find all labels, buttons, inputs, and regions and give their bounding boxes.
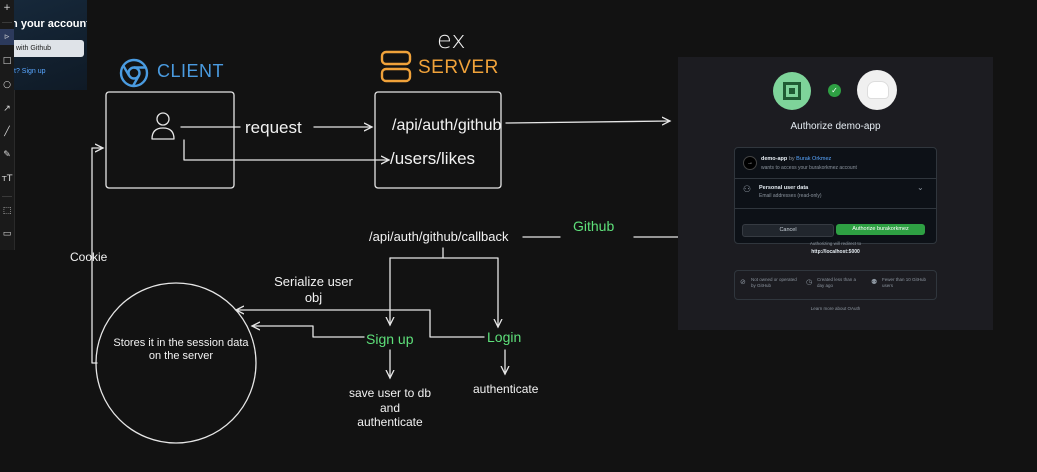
line-icon[interactable]: ╱: [4, 127, 10, 137]
login-label: Login: [487, 329, 522, 345]
login-serialize-arrow: [236, 310, 485, 338]
thumbnail-button-label: with Github: [16, 45, 52, 52]
thumbnail-title: in your account: [14, 18, 87, 30]
learn-more-link[interactable]: Learn more about OAuth: [810, 306, 861, 311]
login-branch-arrow: [389, 257, 498, 327]
thumbnail-signup-link: t? Sign up: [14, 68, 46, 75]
text-icon[interactable]: ᴛT: [1, 174, 13, 184]
author-link[interactable]: Burak Orkmez: [796, 156, 832, 162]
redirect-url: http://localhost:5000: [811, 249, 860, 255]
rectangle-icon[interactable]: □: [2, 56, 12, 66]
cookie-arrow: [91, 148, 103, 364]
route-callback: /api/auth/github/callback: [369, 229, 509, 244]
github-avatar: [857, 70, 897, 110]
cancel-button[interactable]: Cancel: [742, 224, 834, 237]
pencil-icon[interactable]: ✎: [3, 150, 11, 160]
check-icon: ✓: [828, 84, 841, 97]
authorize-button[interactable]: Authorize burakorkmez: [836, 224, 925, 235]
session-circle: [95, 282, 257, 444]
plus-icon[interactable]: +: [3, 3, 11, 13]
thumbnail-github-button: with Github: [14, 40, 84, 57]
authenticate-label: authenticate: [473, 382, 539, 396]
client-box: [105, 91, 235, 189]
info-owned: Not owned or operated by GitHub: [751, 277, 797, 288]
route-github: /api/auth/github: [392, 117, 502, 134]
redirect-note: Authorizing will redirect to: [809, 241, 862, 246]
save-user-label: save user to db and authenticate: [348, 386, 432, 429]
chevron-down-icon[interactable]: ⌄: [917, 183, 924, 192]
pointer-icon[interactable]: ▹: [0, 29, 14, 45]
person-icon: ⚇: [743, 185, 752, 195]
express-logo-text: ex: [437, 26, 466, 54]
app-icon: →: [743, 156, 757, 170]
server-icon: [380, 50, 412, 83]
github-label: Github: [573, 218, 615, 234]
info-users: Fewer than 10 GitHub users: [882, 277, 927, 288]
serialize-label: Serialize user obj: [274, 274, 353, 305]
toolbar-divider: [2, 22, 12, 23]
server-box: [374, 91, 502, 189]
likes-arrow: [183, 139, 389, 160]
chrome-icon: [119, 58, 149, 88]
clock-icon: ◷: [806, 278, 813, 286]
comment-icon[interactable]: ▭: [2, 229, 12, 239]
app-name: demo-app: [761, 156, 788, 162]
frame-icon[interactable]: ⬚: [2, 206, 12, 216]
client-label: CLIENT: [157, 61, 225, 81]
oauth-title: Authorize demo-app: [790, 121, 881, 132]
github-oauth-screenshot: ✓ Authorize demo-app → demo-app by Burak…: [678, 57, 993, 330]
oauth-app-line: demo-app by Burak Orkmez: [761, 156, 831, 162]
oauth-wants: wants to access your burakorkmez account: [761, 165, 857, 171]
by-prefix: by: [788, 156, 795, 162]
server-label: SERVER: [418, 57, 499, 78]
github-redirect-arrow: [505, 121, 670, 123]
info-created: Created less than a day ago: [817, 277, 857, 288]
user-icon: [151, 112, 175, 140]
circle-icon[interactable]: ○: [3, 80, 11, 90]
app-avatar: [773, 72, 811, 110]
toolbar-divider: [2, 196, 12, 197]
arrow-icon[interactable]: ↗: [3, 104, 11, 114]
cookie-label: Cookie: [70, 250, 108, 264]
signup-label: Sign up: [366, 331, 414, 347]
signup-serialize-arrow: [252, 326, 365, 338]
route-likes: /users/likes: [390, 149, 476, 168]
request-label: request: [245, 118, 302, 137]
perm-title[interactable]: Personal user data: [759, 185, 809, 191]
session-label: Stores it in the session data on the ser…: [113, 337, 249, 362]
oauth-info-strip: ⊘ Not owned or operated by GitHub ◷ Crea…: [734, 270, 937, 300]
perm-sub: Email addresses (read-only): [759, 193, 822, 199]
users-icon: ⚉: [871, 278, 878, 286]
blocked-icon: ⊘: [740, 278, 746, 286]
drawing-toolbar: + ▹ □ ○ ↗ ╱ ✎ ᴛT ⬚ ▭: [0, 0, 15, 250]
oauth-card: → demo-app by Burak Orkmez wants to acce…: [734, 147, 937, 244]
login-page-thumbnail: in your account with Github t? Sign up: [14, 0, 87, 90]
